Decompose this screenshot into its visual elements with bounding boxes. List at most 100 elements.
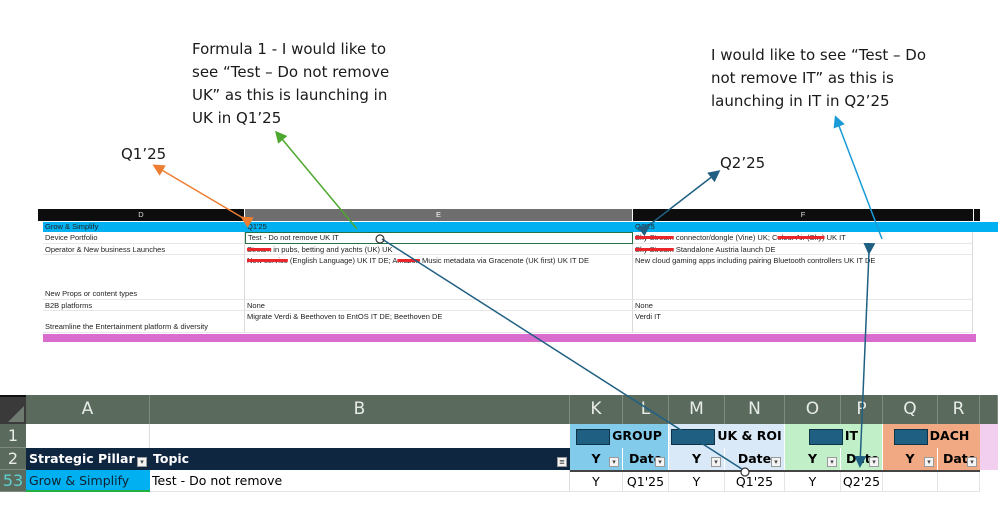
quarter-cell-e[interactable]: Q1'25 xyxy=(247,222,267,231)
header-it-y[interactable]: Y▾ xyxy=(785,448,841,470)
cell-f[interactable]: Sky Stream Standalone Austria launch DE xyxy=(633,244,973,255)
select-all-corner[interactable] xyxy=(0,395,26,424)
cell-f[interactable]: None xyxy=(633,300,973,311)
header-dach-y[interactable]: Y▾ xyxy=(883,448,938,470)
cell-dach-date[interactable] xyxy=(938,472,980,492)
group-header-uk[interactable]: UK & ROI xyxy=(669,424,785,448)
redacted-logo xyxy=(808,428,843,445)
row-label[interactable]: Operator & New business Launches xyxy=(43,244,245,255)
column-header-s[interactable] xyxy=(980,395,998,424)
target-sheet: A B K L M N O P Q R 1 2 53 GROUP UK & RO… xyxy=(0,395,998,507)
filter-dropdown-icon[interactable]: ▾ xyxy=(869,457,879,467)
cell-uk-y[interactable]: Y xyxy=(669,472,725,492)
header-label: Strategic Pillar xyxy=(29,451,135,466)
annotation-line: see “Test – Do not remove xyxy=(192,63,390,81)
row-label[interactable]: Streamline the Entertainment platform & … xyxy=(43,311,245,333)
column-header-l[interactable]: L xyxy=(623,395,669,424)
pink-band-row xyxy=(43,334,976,342)
cell-group-y[interactable]: Y xyxy=(570,472,623,492)
cell-text: UK IT xyxy=(824,233,846,242)
row-header-2[interactable]: 2 xyxy=(0,448,26,470)
pillar-header-row: Grow & Simplify Q1'25 Q2'25 xyxy=(43,222,998,232)
cell-topic[interactable]: Test - Do not remove xyxy=(150,470,570,492)
row-header-1[interactable]: 1 xyxy=(0,424,26,448)
annotation-q1-label: Q1’25 xyxy=(121,145,167,163)
header-label: Topic xyxy=(153,451,190,466)
cell-e[interactable]: None xyxy=(245,300,633,311)
filter-dropdown-icon[interactable]: ▾ xyxy=(771,457,781,467)
row-label[interactable]: New Props or content types xyxy=(43,255,245,300)
annotation-line: Formula 1 - I would like to xyxy=(192,40,387,58)
group-name: UK & ROI xyxy=(717,428,782,443)
cell-dach-y[interactable] xyxy=(883,472,938,492)
row-label[interactable]: B2B platforms xyxy=(43,300,245,311)
column-header-p[interactable]: P xyxy=(841,395,883,424)
cell-a1[interactable] xyxy=(26,424,150,448)
cell-uk-date[interactable]: Q1'25 xyxy=(725,472,785,492)
row-header-53[interactable]: 53 xyxy=(0,470,26,492)
annotation-line: UK” as this is launching in xyxy=(192,86,388,104)
header-uk-date[interactable]: Date▾ xyxy=(725,448,785,470)
filter-dropdown-icon[interactable]: ▾ xyxy=(655,457,665,467)
cell-f[interactable]: New cloud gaming apps including pairing … xyxy=(633,255,973,300)
cell-it-date[interactable]: Q2'25 xyxy=(841,472,883,492)
column-header-a[interactable]: A xyxy=(26,395,150,424)
cell-e[interactable]: New service (English Language) UK IT DE;… xyxy=(245,255,633,300)
redacted-text: Stream xyxy=(247,245,272,254)
header-uk-y[interactable]: Y▾ xyxy=(669,448,725,470)
cell-text: connector/dongle (Vine) UK; C xyxy=(673,233,778,242)
column-header-n[interactable]: N xyxy=(725,395,785,424)
filter-dropdown-icon[interactable]: ▾ xyxy=(924,457,934,467)
column-header-k[interactable]: K xyxy=(570,395,623,424)
cell-e[interactable]: Stream in pubs, betting and yachts (UK) … xyxy=(245,244,633,255)
column-header-o[interactable]: O xyxy=(785,395,841,424)
cell-text: Standalone Austria launch DE xyxy=(673,245,776,254)
filter-dropdown-icon[interactable]: ▾ xyxy=(609,457,619,467)
group-name: IT xyxy=(844,428,859,443)
filter-dropdown-icon[interactable]: ▾ xyxy=(137,457,147,467)
header-it-date[interactable]: Date▾ xyxy=(841,448,883,470)
header-label: Y xyxy=(691,451,702,466)
cell-b1[interactable] xyxy=(150,424,570,448)
column-header-f[interactable]: F xyxy=(633,209,973,221)
column-header-q[interactable]: Q xyxy=(883,395,938,424)
group-header-it[interactable]: IT xyxy=(785,424,883,448)
group-header-dach[interactable]: DACH xyxy=(883,424,980,448)
header-strategic-pillar[interactable]: Strategic Pillar▾ xyxy=(26,448,150,470)
header-group-date[interactable]: Date▾ xyxy=(623,448,669,470)
column-header-b[interactable]: B xyxy=(150,395,570,424)
filter-dropdown-icon[interactable]: ▾ xyxy=(711,457,721,467)
header-topic[interactable]: Topic ≡ xyxy=(150,448,570,470)
redacted-logo xyxy=(671,428,716,445)
group-header-group[interactable]: GROUP xyxy=(570,424,669,448)
table-row: Streamline the Entertainment platform & … xyxy=(43,311,998,333)
column-header-g[interactable] xyxy=(974,209,980,221)
column-header-r[interactable]: R xyxy=(938,395,980,424)
quarter-cell-f[interactable]: Q2'25 xyxy=(635,222,655,231)
column-header-e[interactable]: E xyxy=(245,209,632,221)
filter-dropdown-icon[interactable]: ▾ xyxy=(967,457,977,467)
annotation-it-note: I would like to see “Test – Do not remov… xyxy=(711,44,971,113)
filter-active-icon[interactable]: ≡ xyxy=(557,457,567,467)
table-row: Device Portfolio Test - Do not remove UK… xyxy=(43,232,998,244)
redacted-logo xyxy=(893,428,928,445)
pillar-cell[interactable]: Grow & Simplify xyxy=(45,222,99,231)
column-header-m[interactable]: M xyxy=(669,395,725,424)
cell-it-y[interactable]: Y xyxy=(785,472,841,492)
selected-cell-e[interactable]: Test - Do not remove UK IT xyxy=(245,232,633,244)
filter-dropdown-icon[interactable]: ▾ xyxy=(827,457,837,467)
row-label[interactable]: Device Portfolio xyxy=(43,232,245,244)
group-header-next[interactable] xyxy=(980,424,998,470)
header-label: Y xyxy=(807,451,818,466)
redacted-text: New service xyxy=(247,256,288,265)
cell-group-date[interactable]: Q1'25 xyxy=(623,472,669,492)
header-label: Y xyxy=(591,451,601,466)
cell-f[interactable]: Verdi IT xyxy=(633,311,973,333)
column-header-d[interactable]: D xyxy=(38,209,244,221)
cell-strategic-pillar[interactable]: Grow & Simplify xyxy=(26,470,150,492)
cell-e[interactable]: Migrate Verdi & Beethoven to EntOS IT DE… xyxy=(245,311,633,333)
header-dach-date[interactable]: Date▾ xyxy=(938,448,980,470)
cell-f[interactable]: Sky Stream connector/dongle (Vine) UK; C… xyxy=(633,232,973,244)
header-group-y[interactable]: Y▾ xyxy=(570,448,623,470)
header-label: Y xyxy=(905,451,915,466)
